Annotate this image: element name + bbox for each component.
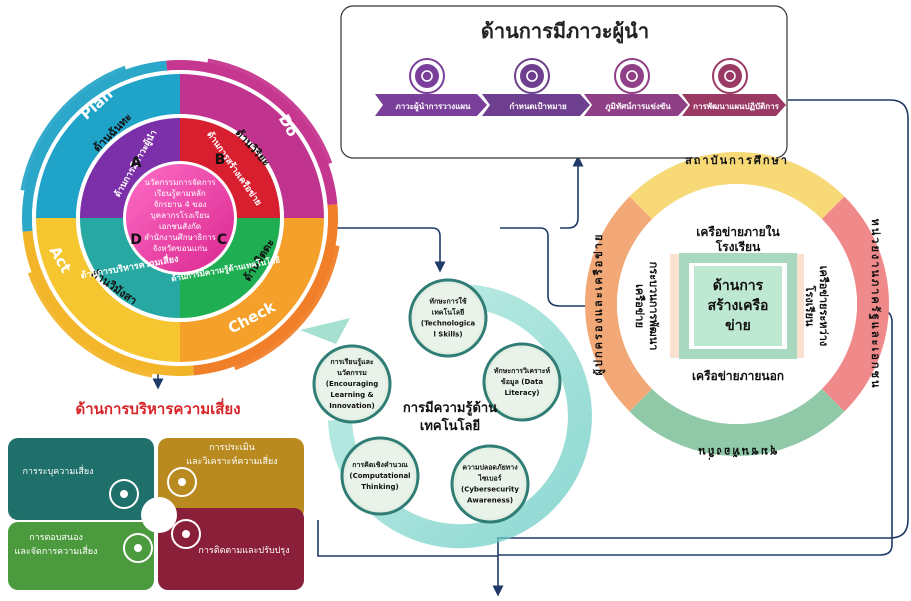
pdca-center-line: จักรยาน 4 ของ (154, 200, 207, 209)
tech-node-line: Literacy) (504, 389, 539, 397)
pdca-letter-b: B (215, 152, 226, 168)
risk-title: ด้านการบริหารความเสี่ยง (75, 398, 240, 418)
clipboard-icon (514, 58, 550, 94)
risk-box-label: การตอบสนองและจัดการความเสี่ยง (15, 533, 98, 557)
network-ring-label-right: หน่วยงานภาครัฐและเอกชน (868, 219, 882, 390)
pdca-letter-a: A (131, 155, 142, 171)
network-ring-bottom (629, 388, 845, 456)
leadership-step-label: ภาวะผู้นำการวางแผน (395, 101, 471, 112)
tech-node-line: (Encouraging (326, 380, 379, 388)
tech-node-line: นวัตกรรม (337, 369, 367, 377)
pdca-center-line: จังหวัดขอนแก่น (153, 244, 208, 253)
pdca-center-text: นวัตกรรมการจัดการเรียนรู้ตามหลักจักรยาน … (144, 178, 216, 253)
network-ring-left (585, 196, 653, 412)
risk-box-label: การประเมินและวิเคราะห์ความเสี่ยง (186, 442, 277, 467)
tech-node-line: Thinking) (361, 483, 398, 491)
network-inner-right-1: เครือข่ายระหว่าง (817, 266, 830, 347)
tech-node-line: ความปลอดภัยทาง (462, 464, 518, 472)
pdca-center-line: สำนักงานศึกษาธิการ (144, 233, 216, 242)
tech-node-line: การเรียนรู้และ (330, 357, 374, 367)
leadership-step-4: การพัฒนาแผนปฏิบัติการ (682, 58, 786, 116)
leadership-step-label: การพัฒนาแผนปฏิบัติการ (693, 102, 779, 111)
pdca-inner-d (80, 218, 180, 318)
tech-node-line: Awareness) (467, 497, 513, 505)
lightbulb-icon (409, 58, 445, 94)
tech-node-line: l Skills) (433, 331, 462, 339)
tech-node-line: (Technologica (421, 320, 475, 328)
tech-cycle: ทักษะการใช้เทคโนโลยี (Technologica l Skill… (300, 278, 592, 549)
network-ring-label-left: ผู้ปกครองและเครือข่าย (592, 233, 606, 376)
pdca-center-line: เอกชนสังกัด (159, 222, 201, 231)
pdca-mid-plan (36, 74, 180, 218)
network-ring: ด้านการ สร้างเครือ ข่าย เครือข่ายภายใน โ… (585, 152, 890, 460)
leadership-steps: ภาวะผู้นำการวางแผน กำหนดเป้าหมาย ภูมิทัศน์… (375, 58, 786, 116)
meeting-icon (614, 58, 650, 94)
network-inner-left-1: กระบวนการพัฒนา (647, 262, 660, 351)
pdca-center (124, 162, 236, 274)
network-inner-top-2: โรงเรียน (715, 239, 761, 254)
pdca-mid-act (36, 218, 180, 362)
tech-node-line: ทักษะการวิเคราะห์ (494, 366, 551, 375)
tech-node-line: การคิดเชิงคำนวณ (352, 461, 408, 469)
pdca-letter-d: D (130, 232, 142, 248)
leadership-step-label: ภูมิทัศน์การแข่งขัน (605, 101, 671, 112)
pdca-mid-check (180, 218, 324, 362)
tech-node-line: เทคโนโลยี (432, 308, 464, 317)
pdca-inner-b (180, 118, 280, 218)
risk-box-label: การระบุความเสี่ยง (22, 464, 93, 477)
risk-box-2: การประเมินและวิเคราะห์ความเสี่ยง (158, 438, 304, 520)
pdca-wheel: นวัตกรรมการจัดการเรียนรู้ตามหลักจักรยาน … (20, 58, 340, 378)
network-ring-top (629, 152, 845, 220)
risk-section: ด้านการบริหารความเสี่ยง การระบุความเสี่ย… (8, 398, 304, 590)
network-center-line3: ข่าย (725, 318, 751, 334)
risk-box-3: การตอบสนองและจัดการความเสี่ยง (8, 522, 154, 590)
leadership-panel: ด้านการมีภาวะผู้นำ ภาวะผู้นำการวางแผน กำห… (340, 5, 788, 159)
tech-node-line: ทักษะการใช้ (429, 297, 467, 306)
network-center-line2: สร้างเครือ (708, 298, 769, 314)
pdca-center-line: นวัตกรรมการจัดการ (144, 178, 216, 187)
leadership-step-1: ภาวะผู้นำการวางแผน (375, 58, 487, 116)
risk-box-1: การระบุความเสี่ยง (8, 438, 154, 520)
tech-node-line: (Computational (349, 472, 410, 480)
network-inner-top-1: เครือข่ายภายใน (696, 224, 780, 239)
target-icon (712, 58, 748, 94)
tech-node-line: ไซเบอร์ (477, 474, 501, 483)
pdca-center-line: เรียนรู้ตามหลัก (154, 189, 206, 199)
alert-icon (171, 519, 201, 549)
network-inner-left-2: เครือข่าย (633, 284, 646, 328)
dumbbell-icon (109, 479, 139, 509)
pdca-mid-do (180, 74, 324, 218)
link-icon (167, 467, 197, 497)
tech-node-line: (Cybersecurity (461, 486, 519, 494)
pdca-letter-c: C (217, 232, 227, 248)
leadership-title: ด้านการมีภาวะผู้นำ (481, 19, 649, 45)
tech-node-line: Innovation) (329, 402, 374, 410)
risk-box-4: การติดตามและปรับปรุง (158, 508, 304, 590)
crosshair-icon (123, 533, 153, 563)
tech-node-line: Learning & (330, 391, 373, 399)
pdca-inner-c (180, 218, 280, 318)
network-ring-right (821, 196, 890, 412)
network-inner-right-2: โรงเรียน (803, 285, 817, 327)
pdca-center-line: บุคลากรโรงเรียน (151, 210, 210, 220)
risk-center-dot (141, 497, 177, 533)
leadership-step-label: กำหนดเป้าหมาย (509, 101, 567, 111)
pdca-inner-a (80, 118, 180, 218)
tech-center-line1: การมีความรู้ด้าน (403, 400, 497, 416)
leadership-step-3: ภูมิทัศน์การแข่งขัน (584, 58, 688, 116)
network-ring-label-bottom: ชุมชนท้องถิ่น (696, 444, 777, 460)
leadership-step-2: กำหนดเป้าหมาย (482, 58, 590, 116)
network-inner-bottom: เครือข่ายภายนอก (692, 369, 784, 383)
tech-node-line: ข้อมูล (Data (501, 377, 543, 387)
network-ring-label-top: สถาบันการศึกษา (685, 154, 789, 167)
network-center-line1: ด้านการ (713, 278, 764, 294)
tech-center-line2: เทคโนโลยี (420, 417, 480, 434)
tech-node-1: ทักษะการใช้เทคโนโลยี (Technologica l Skill… (408, 278, 488, 358)
risk-box-label: การติดตามและปรับปรุง (198, 545, 289, 556)
